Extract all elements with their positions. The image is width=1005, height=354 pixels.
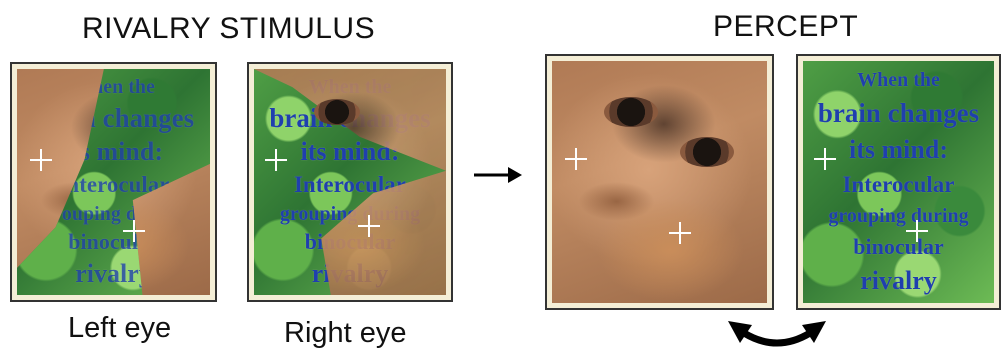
fixation-cross-icon	[906, 220, 928, 242]
fixation-cross-icon	[358, 215, 380, 237]
fixation-cross-icon	[123, 220, 145, 242]
text-line: grouping during	[828, 206, 968, 226]
heading-percept: PERCEPT	[713, 10, 858, 44]
text-line: its mind:	[849, 137, 948, 163]
double-headed-curved-arrow-icon	[722, 317, 832, 353]
right-eye-label: Right eye	[284, 317, 407, 350]
text-line: binocular	[853, 236, 943, 258]
fixation-cross-icon	[669, 222, 691, 244]
orangutan-eye	[604, 97, 658, 127]
orangutan-eye	[680, 137, 734, 167]
fixation-cross-icon	[30, 149, 52, 171]
percept-face-image	[545, 54, 774, 310]
percept-text-image: When the brain changes its mind: Interoc…	[796, 54, 1001, 310]
text-line: When the	[857, 70, 940, 90]
fixation-cross-icon	[265, 149, 287, 171]
left-eye-label: Left eye	[68, 312, 171, 345]
heading-rivalry-stimulus: RIVALRY STIMULUS	[82, 12, 375, 46]
right-eye-stimulus-image: When the brain changes its mind: Interoc…	[247, 62, 453, 302]
text-line: brain changes	[818, 100, 979, 127]
text-line: rivalry	[860, 268, 937, 294]
fixation-cross-icon	[565, 148, 587, 170]
text-line: Interocular	[842, 173, 954, 196]
overlay-text: When the brain changes its mind: Interoc…	[803, 61, 994, 303]
right-arrow-icon	[472, 163, 524, 187]
left-eye-stimulus-image: When the brain changes its mind: Interoc…	[10, 62, 217, 302]
orangutan-eye	[314, 99, 360, 125]
orangutan-face-image	[552, 61, 767, 303]
fixation-cross-icon	[814, 148, 836, 170]
